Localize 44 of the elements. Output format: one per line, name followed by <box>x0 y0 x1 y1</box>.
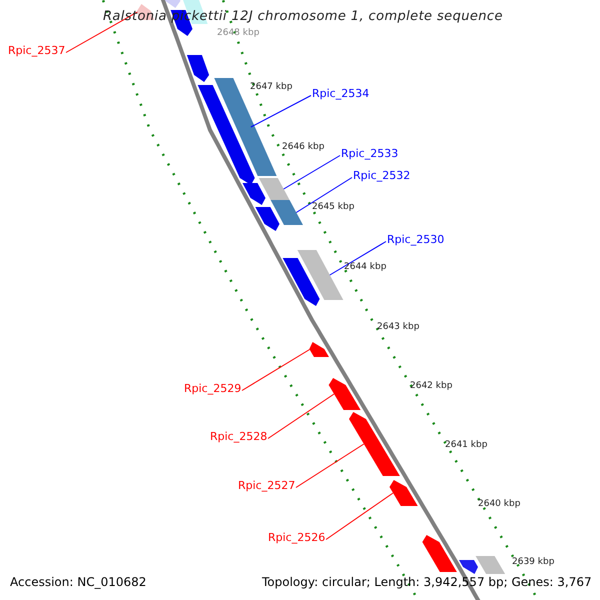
gene-block <box>309 342 329 357</box>
gene-block <box>390 480 418 506</box>
leader-line <box>283 155 340 190</box>
leader-line <box>329 241 386 276</box>
gene-block <box>270 200 303 225</box>
leader-line <box>268 394 335 439</box>
gene-label: Rpic_2527 <box>238 480 296 491</box>
tick-label: 2645 kbp <box>312 203 354 212</box>
gene-block <box>349 412 400 476</box>
gene-label: Rpic_2530 <box>387 234 444 245</box>
leader-line <box>296 444 364 488</box>
info-text: Accession: NC_010682 <box>10 576 146 588</box>
info-text: Topology: circular; Length: 3,942,557 bp; Genes: 3,767 <box>262 576 592 588</box>
gene-label: Rpic_2534 <box>312 88 370 99</box>
gene-block <box>422 535 457 572</box>
leader-line <box>66 12 138 53</box>
gene-label: Rpic_2528 <box>210 431 268 442</box>
tick-label: 2643 kbp <box>377 323 420 332</box>
gene-block <box>459 560 478 574</box>
tick-label: 2648 kbp <box>217 29 260 38</box>
gene-block <box>186 55 210 82</box>
tick-label: 2640 kbp <box>478 500 520 509</box>
gene-label: Rpic_2529 <box>184 383 242 394</box>
gene-label: Rpic_2533 <box>341 148 398 159</box>
gene-label: Rpic_2526 <box>268 532 326 543</box>
gene-label: Rpic_2532 <box>353 170 410 181</box>
gene-block <box>297 250 344 300</box>
tick-label: 2641 kbp <box>445 441 488 450</box>
gene-block <box>214 78 277 176</box>
tick-label: 2647 kbp <box>250 83 292 92</box>
gene-block <box>328 378 361 410</box>
gene-block <box>476 556 506 574</box>
tick-label: 2646 kbp <box>282 143 324 152</box>
tick-label: 2644 kbp <box>344 263 386 272</box>
tick-label: 2642 kbp <box>410 382 452 391</box>
leader-line <box>250 95 312 128</box>
leader-line <box>242 349 310 391</box>
gene-block <box>282 258 320 306</box>
gene-block <box>258 178 290 200</box>
leader-line <box>296 177 352 213</box>
leader-line <box>326 492 394 540</box>
gene-label: Rpic_2537 <box>8 45 66 56</box>
gene-block <box>255 207 280 231</box>
gene-block <box>242 183 266 205</box>
